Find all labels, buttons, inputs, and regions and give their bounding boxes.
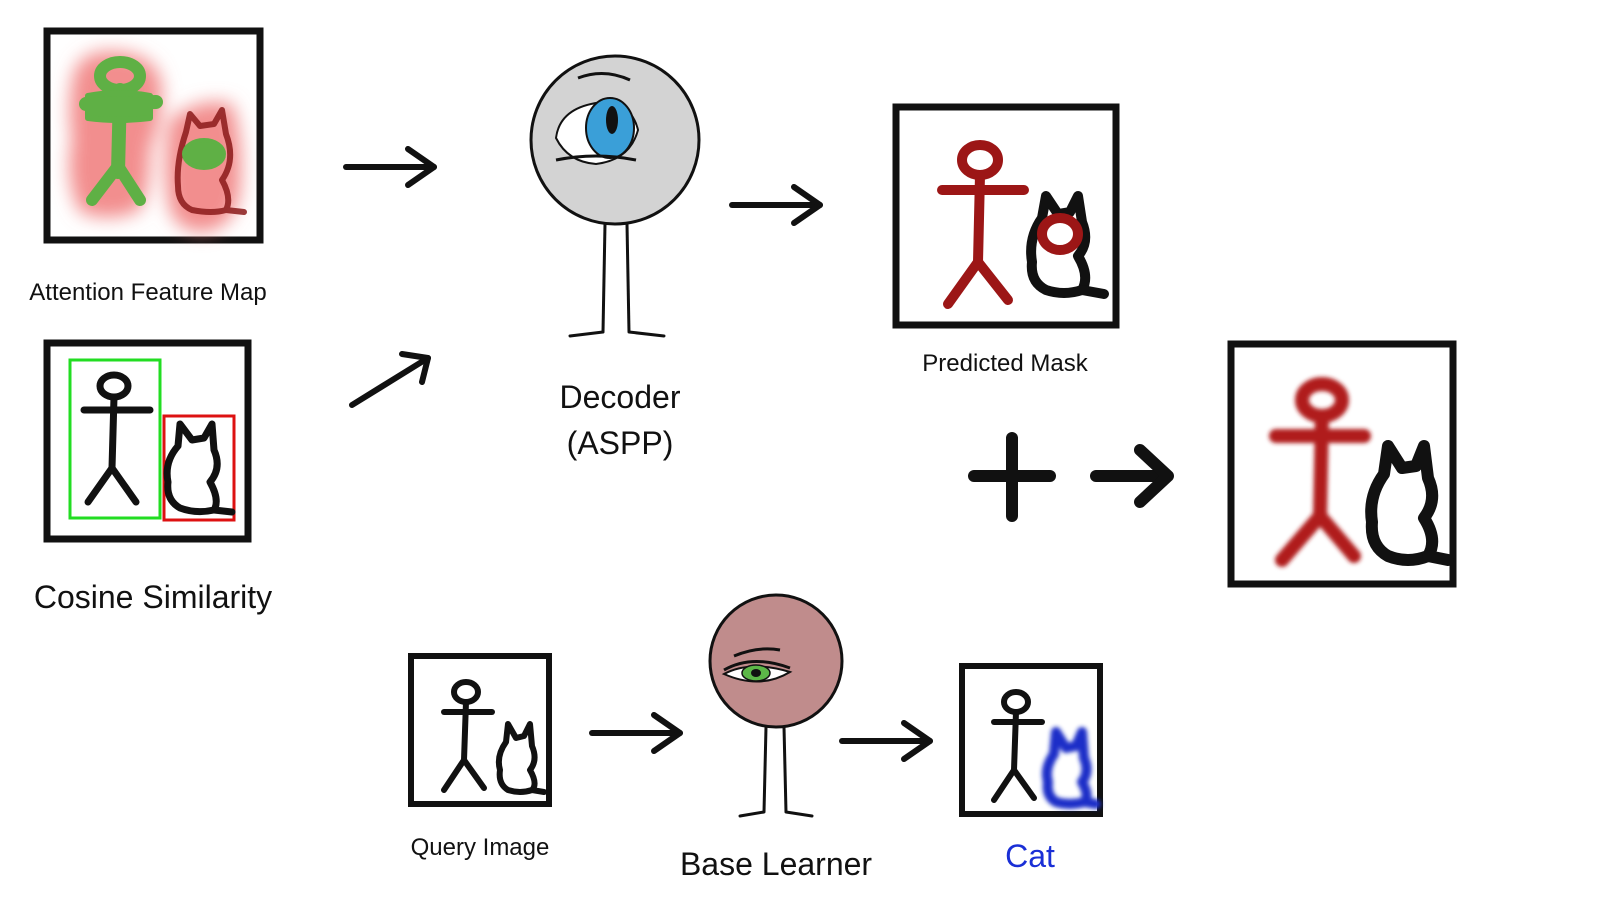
attention-cat-icon (174, 107, 247, 215)
person-bounding-box (68, 358, 162, 520)
predicted-mask-label: Predicted Mask (922, 350, 1088, 377)
mask-person-icon (937, 140, 1029, 309)
arrow-base-learner-to-cat (839, 720, 933, 762)
arrow-cosine-to-decoder (349, 351, 431, 408)
arrow-attention-to-decoder (343, 146, 437, 188)
base-learner-head (708, 593, 844, 729)
right-arrow-icon (651, 712, 683, 754)
eye-icon (554, 72, 640, 166)
mask-red-overlay (1037, 213, 1083, 255)
right-arrow-icon (1134, 444, 1174, 508)
arrow-to-final-output (1090, 444, 1174, 508)
base-learner-character (708, 593, 844, 818)
right-arrow-icon (901, 720, 933, 762)
plus-icon (968, 432, 1056, 522)
eye-icon (721, 647, 793, 683)
attention-feature-map-label: Attention Feature Map (29, 279, 267, 306)
final-output-panel (1227, 340, 1457, 588)
decoder-character (529, 54, 701, 338)
mask-cat-icon (1026, 191, 1109, 299)
cosine-similarity-label: Cosine Similarity (33, 579, 273, 615)
decoder-label-line2: (ASPP) (566, 425, 674, 461)
cat-output-panel (959, 663, 1103, 817)
stick-figure-icon (991, 689, 1045, 803)
arrow-query-to-base-learner (589, 712, 683, 754)
cosine-cat-icon (163, 420, 236, 516)
query-image-panel (408, 653, 552, 807)
predicted-mask-panel (892, 103, 1120, 329)
attention-green-blob (182, 138, 226, 170)
cat-icon (495, 721, 547, 795)
final-person-icon (1269, 377, 1371, 567)
final-cat-icon (1365, 440, 1454, 566)
right-arrow-icon (791, 184, 823, 226)
query-image-label: Query Image (410, 834, 550, 861)
cosine-similarity-panel (43, 339, 252, 543)
decoder-label: Decoder (ASPP) (520, 374, 720, 466)
cosine-person-icon (80, 371, 154, 506)
arrow-decoder-to-mask (729, 184, 823, 226)
right-arrow-icon (405, 146, 437, 188)
attention-person-icon (79, 56, 163, 206)
cat-blue-icon (1041, 727, 1101, 809)
attention-feature-map-panel (43, 27, 264, 244)
stick-figure-icon (441, 679, 495, 793)
up-right-arrow-icon (399, 351, 431, 385)
decoder-label-line1: Decoder (559, 379, 681, 415)
base-learner-label: Base Learner (679, 846, 873, 882)
cat-label: Cat (1005, 838, 1055, 874)
